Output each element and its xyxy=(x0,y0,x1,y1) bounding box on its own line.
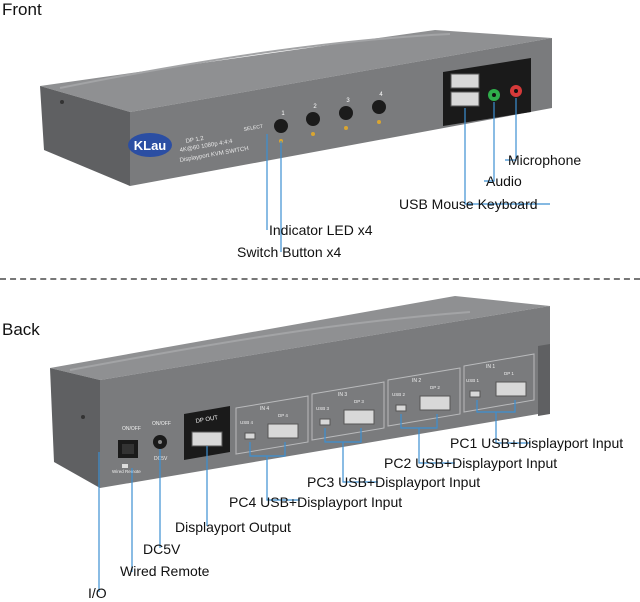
indicator-led-2 xyxy=(311,132,315,136)
in4-group xyxy=(235,395,309,455)
front-top-ridge xyxy=(59,33,451,89)
back-device-illustration: ON/OFF Wired Remote ON/OFF DC5V DP OUT I… xyxy=(50,296,550,592)
panel-dp1: DP 1 xyxy=(504,371,514,376)
back-device-side xyxy=(50,368,100,488)
back-top-ridge xyxy=(69,311,471,371)
front-device-illustration: KLau DP 1.2 4K@60 1080p 4:4:4 Displaypor… xyxy=(40,30,552,252)
label-pc2-input: PC2 USB+Displayport Input xyxy=(384,455,558,471)
panel-in3: IN 3 xyxy=(338,392,347,398)
in1-group xyxy=(463,353,535,413)
panel-in2: IN 2 xyxy=(412,378,421,384)
label-io: I/O xyxy=(88,585,107,601)
switch-button-2[interactable] xyxy=(306,112,320,126)
label-wired-remote: Wired Remote xyxy=(120,563,210,579)
panel-wired-remote-text: Wired Remote xyxy=(112,469,141,474)
audio-callout-line xyxy=(484,102,495,182)
usb-callout-line xyxy=(464,108,550,205)
label-pc3-input: PC3 USB+Displayport Input xyxy=(307,474,481,490)
button-number-3: 3 xyxy=(346,98,350,104)
panel-in1: IN 1 xyxy=(486,364,495,370)
panel-dc5v-text: DC5V xyxy=(154,456,168,462)
pc4-callout-line xyxy=(266,456,300,501)
label-dc5v: DC5V xyxy=(143,541,181,557)
label-usb-mouse-keyboard: USB Mouse Keyboard xyxy=(399,196,538,212)
pc3-callout-line xyxy=(342,442,378,483)
back-device-top xyxy=(50,296,550,380)
usb-port-bottom[interactable] xyxy=(450,91,480,107)
dp1-port[interactable] xyxy=(495,381,527,397)
label-microphone: Microphone xyxy=(508,152,582,168)
front-title: Front xyxy=(2,0,42,19)
button-number-1: 1 xyxy=(281,111,285,117)
brand-logo-text: KLau xyxy=(134,138,167,153)
dp2-port[interactable] xyxy=(419,395,451,411)
panel-usb4: USB 4 xyxy=(240,420,254,425)
label-pc1-input: PC1 USB+Displayport Input xyxy=(450,435,624,451)
usb4-port[interactable] xyxy=(244,432,256,440)
pc2-callout-line xyxy=(418,428,455,464)
section-divider xyxy=(0,278,640,280)
wired-remote-port[interactable] xyxy=(122,464,128,468)
panel-usb2: USB 2 xyxy=(392,392,406,397)
back-device-flange xyxy=(538,344,550,416)
switch-button-1[interactable] xyxy=(274,119,288,133)
usb1-port[interactable] xyxy=(469,390,481,398)
front-device-side xyxy=(40,86,130,186)
panel-dp3: DP 3 xyxy=(354,399,364,404)
back-screw xyxy=(81,415,85,419)
dp-output-port[interactable] xyxy=(191,431,223,447)
label-switch-button: Switch Button x4 xyxy=(237,244,342,260)
panel-usb1: USB 1 xyxy=(466,378,480,383)
panel-dp2: DP 2 xyxy=(430,385,440,390)
switch-button-4[interactable] xyxy=(372,100,386,114)
usb2-port[interactable] xyxy=(395,404,407,412)
pc1-callout-line xyxy=(495,412,530,444)
select-label: SELECT xyxy=(243,124,263,133)
dp4-port[interactable] xyxy=(267,423,299,439)
indicator-led-4 xyxy=(377,120,381,124)
panel-in4: IN 4 xyxy=(260,406,269,412)
front-screw xyxy=(60,100,64,104)
label-pc4-input: PC4 USB+Displayport Input xyxy=(229,494,403,510)
label-dp-output: Displayport Output xyxy=(175,519,291,535)
panel-dp4: DP 4 xyxy=(278,413,288,418)
in3-group xyxy=(311,381,385,441)
brand-logo xyxy=(128,133,172,157)
switch-button-3[interactable] xyxy=(339,106,353,120)
front-device-top xyxy=(40,30,552,112)
panel-usb3: USB 3 xyxy=(316,406,330,411)
label-audio: Audio xyxy=(486,173,522,189)
panel-on-off-text-2: ON/OFF xyxy=(152,421,171,427)
usb-port-top[interactable] xyxy=(450,73,480,89)
panel-dp-out-text: DP OUT xyxy=(195,415,219,425)
microphone-callout-line xyxy=(505,98,517,161)
back-title: Back xyxy=(2,320,40,339)
in2-group xyxy=(387,367,461,427)
panel-on-off-text: ON/OFF xyxy=(122,426,141,432)
usb3-port[interactable] xyxy=(319,418,331,426)
button-number-2: 2 xyxy=(313,104,317,110)
dp3-port[interactable] xyxy=(343,409,375,425)
button-number-4: 4 xyxy=(379,92,383,98)
product-line-1: DP 1.2 xyxy=(185,136,205,145)
indicator-led-3 xyxy=(344,126,348,130)
label-indicator-led: Indicator LED x4 xyxy=(269,222,373,238)
